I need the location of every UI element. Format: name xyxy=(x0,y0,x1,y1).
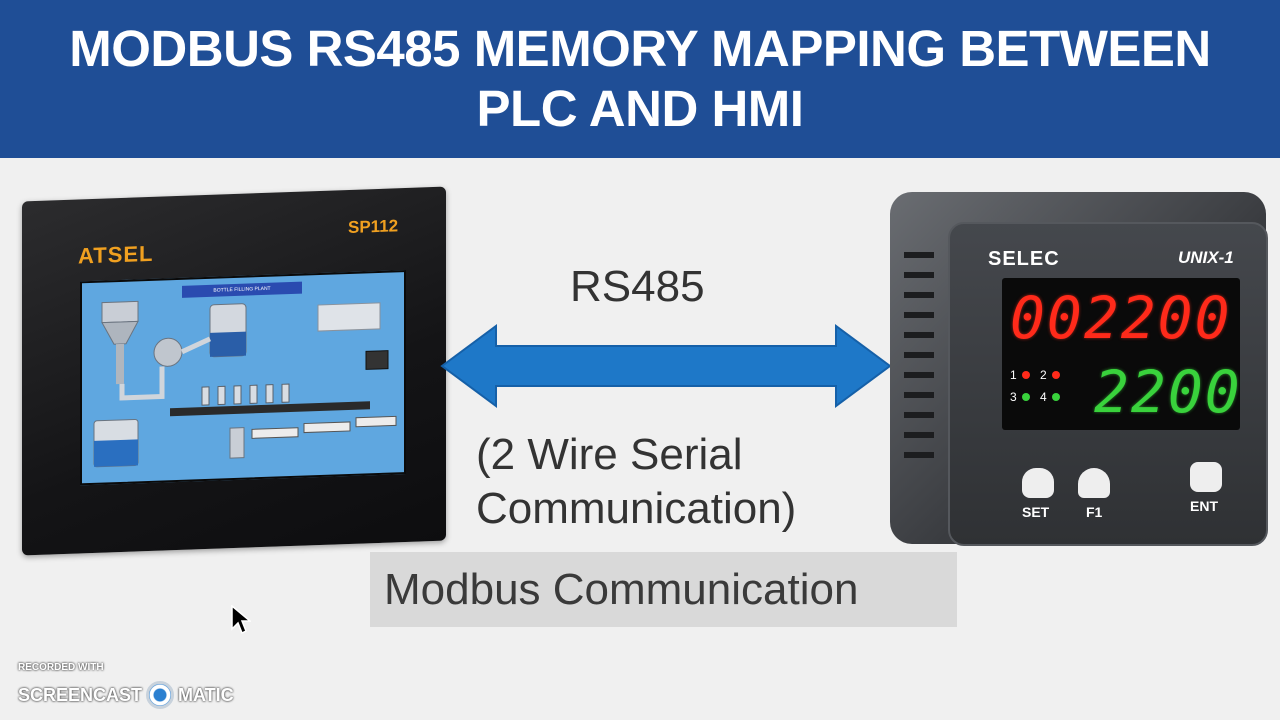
led-red-2 xyxy=(1052,371,1060,379)
watermark-left: SCREENCAST xyxy=(18,684,143,705)
led-green-4 xyxy=(1052,393,1060,401)
vent-slot xyxy=(904,432,934,438)
ent-key[interactable] xyxy=(1190,462,1222,492)
bidirectional-arrow xyxy=(440,324,892,408)
f1-key-label: F1 xyxy=(1086,504,1103,520)
watermark-recorded-with: RECORDED WITH xyxy=(18,662,104,673)
display-bottom-value: 2200 xyxy=(1094,358,1242,426)
vent-slot xyxy=(904,352,934,358)
vent-slot xyxy=(904,292,934,298)
title-line-1: MODBUS RS485 MEMORY MAPPING BETWEEN xyxy=(69,20,1211,77)
led-label-2: 2 xyxy=(1040,368,1047,382)
vent-slot xyxy=(904,312,934,318)
protocol-label: RS485 xyxy=(570,262,705,311)
display-top-value: 002200 xyxy=(1010,284,1232,352)
vent-slot xyxy=(904,392,934,398)
vent-slot xyxy=(904,272,934,278)
vent-slot xyxy=(904,372,934,378)
hmi-panel: ATSEL SP112 BOTTLE FILLING PLANT xyxy=(22,186,446,556)
controller-display: 002200 2200 1 2 3 4 xyxy=(1002,278,1240,430)
led-label-1: 1 xyxy=(1010,368,1017,382)
ent-key-label: ENT xyxy=(1190,498,1218,514)
wire-description-line-2: Communication) xyxy=(476,484,797,533)
plc-controller: SELEC UNIX-1 002200 2200 1 2 3 4 SET F1 … xyxy=(890,192,1268,546)
f1-key[interactable] xyxy=(1078,468,1110,498)
vent-slot xyxy=(904,332,934,338)
title-banner: MODBUS RS485 MEMORY MAPPING BETWEEN PLC … xyxy=(0,0,1280,158)
set-key-label: SET xyxy=(1022,504,1050,520)
led-label-4: 4 xyxy=(1040,390,1047,404)
hmi-brand: ATSEL xyxy=(78,240,154,269)
bottle-plant-graphic xyxy=(93,300,397,468)
vent-slot xyxy=(904,412,934,418)
mouse-cursor-icon xyxy=(231,605,251,635)
wire-description-line-1: (2 Wire Serial xyxy=(476,430,743,479)
hmi-model: SP112 xyxy=(348,216,399,238)
hmi-screen: BOTTLE FILLING PLANT xyxy=(80,269,406,486)
controller-model: UNIX-1 xyxy=(1178,248,1234,267)
watermark-screencast: SCREENCAST MATIC xyxy=(18,681,234,709)
controller-brand: SELEC xyxy=(988,248,1060,270)
screencast-logo-icon xyxy=(146,681,175,709)
led-label-3: 3 xyxy=(1010,390,1017,404)
watermark-right: MATIC xyxy=(178,684,234,705)
vent-slot xyxy=(904,252,934,258)
title-line-2: PLC AND HMI xyxy=(476,80,804,137)
set-key[interactable] xyxy=(1022,468,1054,498)
modbus-communication-label: Modbus Communication xyxy=(370,552,957,627)
led-red-1 xyxy=(1022,371,1030,379)
controller-face: SELEC UNIX-1 002200 2200 1 2 3 4 SET F1 … xyxy=(948,222,1268,546)
led-green-3 xyxy=(1022,393,1030,401)
vent-slot xyxy=(904,452,934,458)
wire-description: (2 Wire Serial Communication) xyxy=(476,428,796,536)
